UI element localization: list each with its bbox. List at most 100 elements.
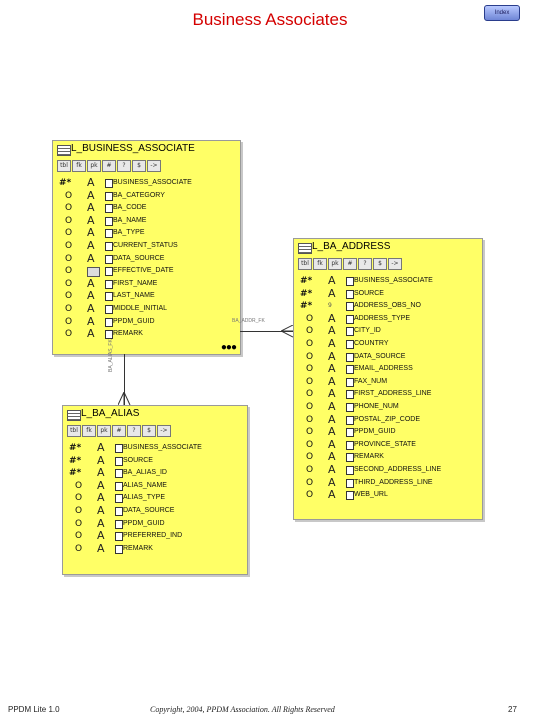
toolbar-button-icon[interactable]: ? [358,258,372,270]
toolbar-button-icon[interactable]: fk [82,425,96,437]
toolbar-button-icon[interactable]: $ [142,425,156,437]
toolbar-button-icon[interactable]: $ [373,258,387,270]
optional-icon: O [306,326,314,337]
toolbar-button-icon[interactable]: -> [388,258,402,270]
optional-icon: O [306,401,314,412]
column-icon [105,279,113,289]
column-icon [346,365,354,375]
optional-icon: O [65,203,73,214]
toolbar-button-icon[interactable]: ? [127,425,141,437]
optional-icon: O [75,531,83,542]
toolbar-button-icon[interactable]: tbl [298,258,312,270]
toolbar-button-icon[interactable]: -> [157,425,171,437]
relationship-line-alias[interactable] [124,354,125,405]
toolbar-button-icon[interactable]: # [112,425,126,437]
datatype-icon: A [328,437,336,451]
datatype-icon: A [87,238,95,252]
index-button[interactable]: Index [484,5,520,21]
datatype-icon: A [97,516,105,530]
entity-name: L_BUSINESS_ASSOCIATE [71,143,195,154]
relationship-line-address[interactable] [240,331,293,332]
optional-icon: O [306,389,314,400]
toolbar-button-icon[interactable]: fk [72,160,86,172]
optional-icon: O [306,414,314,425]
toolbar-button-icon[interactable]: fk [313,258,327,270]
toolbar-button-icon[interactable]: pk [328,258,342,270]
optional-icon: O [65,278,73,289]
column-icon [105,229,113,239]
column-name: POSTAL_ZIP_CODE [354,415,421,423]
toolbar-button-icon[interactable]: $ [132,160,146,172]
toolbar-button-icon[interactable]: pk [87,160,101,172]
column-name: DATA_SOURCE [123,506,175,514]
optional-icon: O [65,329,73,340]
toolbar-button-icon[interactable]: # [343,258,357,270]
toolbar-button-icon[interactable]: tbl [57,160,71,172]
column-name: PROVINCE_STATE [354,440,416,448]
column-icon [115,544,123,554]
toolbar-button-icon[interactable]: -> [147,160,161,172]
toolbar-button-icon[interactable]: ? [117,160,131,172]
optional-icon: O [65,266,73,277]
datatype-icon: A [328,387,336,401]
toolbar-button-icon[interactable]: pk [97,425,111,437]
column-name: ALIAS_TYPE [123,494,166,502]
more-columns-icon[interactable]: ●●● [220,342,237,353]
toolbar-button-icon[interactable]: # [102,160,116,172]
column-icon [346,289,354,299]
toolbar-button-icon[interactable]: tbl [67,425,81,437]
datatype-icon: A [97,541,105,555]
primary-key-icon: #* [300,301,313,312]
column-icon [346,428,354,438]
table-icon [298,243,312,254]
column-icon [346,314,354,324]
datatype-icon: A [87,176,95,189]
optional-icon: O [306,490,314,501]
column-name: PREFERRED_IND [123,532,183,540]
column-name: BUSINESS_ASSOCIATE [123,444,202,451]
